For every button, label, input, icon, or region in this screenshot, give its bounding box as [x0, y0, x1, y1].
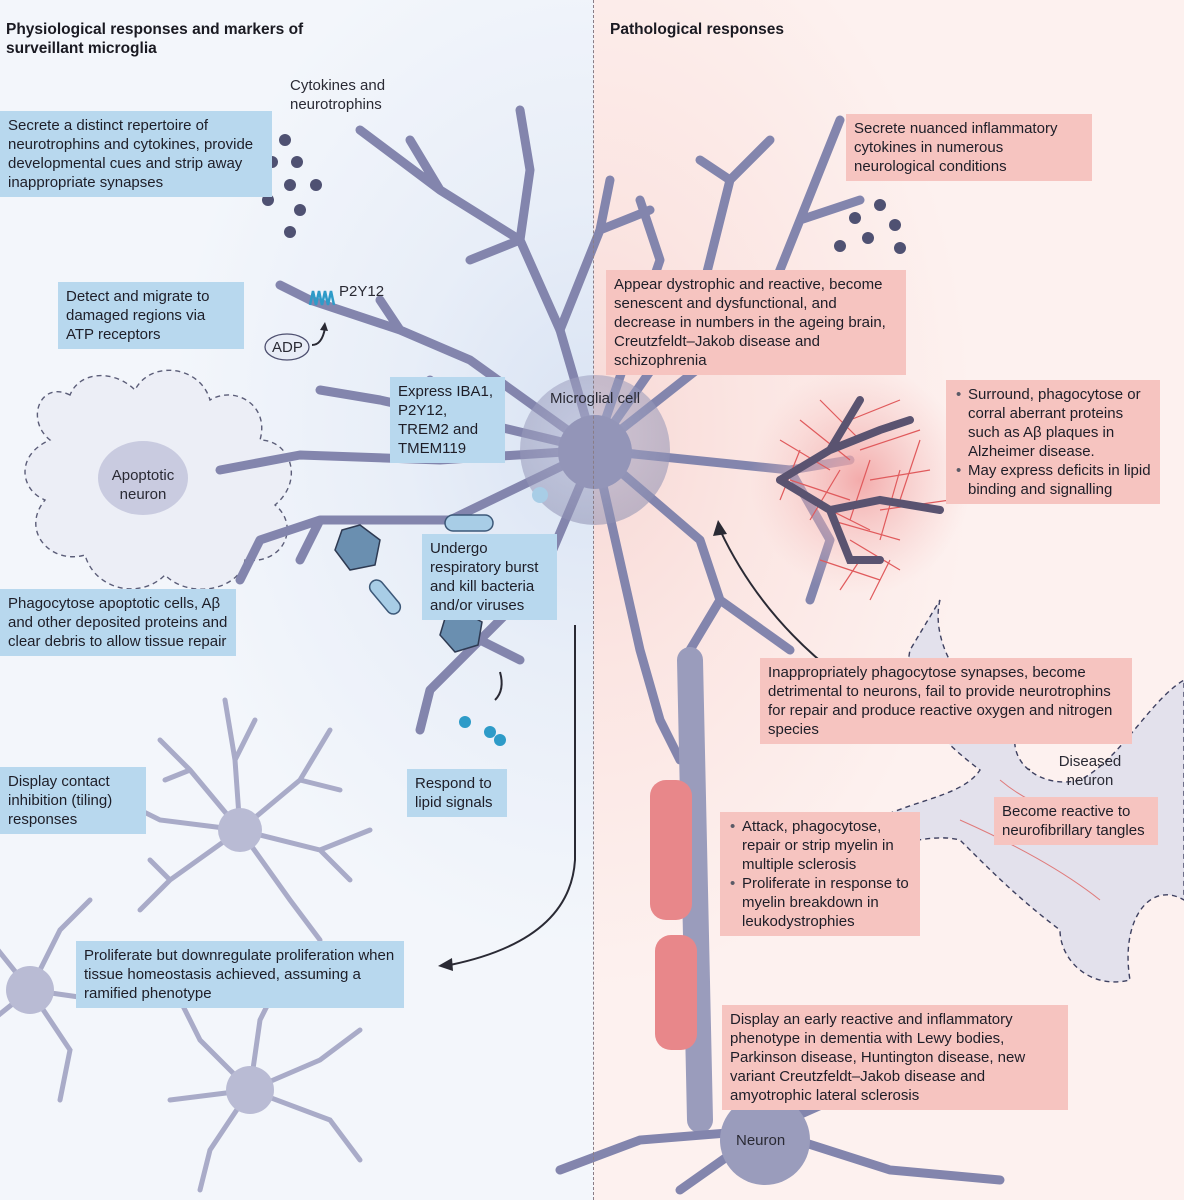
microglial-cell-nucleus — [558, 415, 632, 489]
detect-migrate-box: Detect and migrate to damaged regions vi… — [58, 282, 244, 349]
amyloid-plaque-glow — [750, 365, 970, 595]
plaques-item: Surround, phagocytose or corral aberrant… — [956, 385, 1152, 461]
phagocytose-apoptotic-box: Phagocytose apoptotic cells, Aβ and othe… — [0, 589, 236, 656]
p2y12-receptor-icon — [308, 290, 336, 306]
cytokines-label: Cytokines and neurotrophins — [290, 77, 386, 113]
adp-molecule-icon — [264, 333, 310, 361]
plaques-item: May express deficits in lipid binding an… — [956, 461, 1152, 499]
neuron-soma — [720, 1095, 810, 1185]
synapses-box: Inappropriately phagocytose synapses, be… — [760, 658, 1132, 744]
tiling-cell-body-2 — [6, 966, 54, 1014]
myelin-sheath — [650, 780, 692, 920]
tangles-box: Become reactive to neurofibrillary tangl… — [994, 797, 1158, 845]
reactivity-arrowhead — [713, 520, 727, 536]
physiological-heading: Physiological responses and markers of s… — [6, 21, 304, 57]
proliferation-arrow — [449, 625, 576, 966]
early-reactive-box: Display an early reactive and inflammato… — [722, 1005, 1068, 1110]
contact-inhibition-box: Display contact inhibition (tiling) resp… — [0, 767, 146, 834]
inflammatory-cytokine-dots — [834, 199, 906, 254]
adp-arrowhead — [320, 322, 328, 331]
apoptotic-neuron-nucleus — [98, 441, 188, 515]
dystrophic-processes — [776, 396, 944, 564]
dystrophic-box: Appear dystrophic and reactive, become s… — [606, 270, 906, 375]
adp-arrow — [311, 327, 326, 346]
myelin-item: Attack, phagocytose, repair or strip mye… — [730, 817, 912, 874]
secrete-nuanced-box: Secrete nuanced inflammatory cytokines i… — [846, 114, 1092, 181]
neuron-axon — [650, 647, 713, 1133]
lipid-signals-box: Respond to lipid signals — [407, 769, 507, 817]
pathological-heading: Pathological responses — [610, 21, 784, 38]
adp-label: ADP — [272, 339, 303, 356]
microglial-cell-label: Microglial cell — [550, 390, 641, 407]
lipid-signal-icon — [459, 716, 506, 746]
myelin-sheath-2 — [655, 935, 697, 1050]
diseased-neuron-label: Diseased neuron — [1058, 753, 1122, 789]
tiling-cell-body — [218, 808, 262, 852]
plaques-box: Surround, phagocytose or corral aberrant… — [946, 380, 1160, 504]
p2y12-label: P2Y12 — [339, 283, 385, 300]
express-markers-box: Express IBA1, P2Y12, TREM2 and TMEM119 — [390, 377, 505, 463]
panel-divider — [593, 0, 594, 1200]
tiling-cell-body-3 — [226, 1066, 274, 1114]
respiratory-burst-icon — [532, 487, 548, 503]
proliferation-arrowhead — [438, 958, 453, 971]
proliferate-downregulate-box: Proliferate but downregulate proliferati… — [76, 941, 404, 1008]
lipid-arrow — [494, 671, 503, 701]
myelin-item: Proliferate in response to myelin breakd… — [730, 874, 912, 931]
apoptotic-neuron-label: Apoptotic neuron — [111, 467, 175, 503]
bacteria-icon — [368, 514, 494, 615]
neuron-label: Neuron — [736, 1132, 786, 1149]
myelin-box: Attack, phagocytose, repair or strip mye… — [720, 812, 920, 936]
secrete-repertoire-box: Secrete a distinct repertoire of neurotr… — [0, 111, 272, 197]
respiratory-burst-box: Undergo respiratory burst and kill bacte… — [422, 534, 557, 620]
